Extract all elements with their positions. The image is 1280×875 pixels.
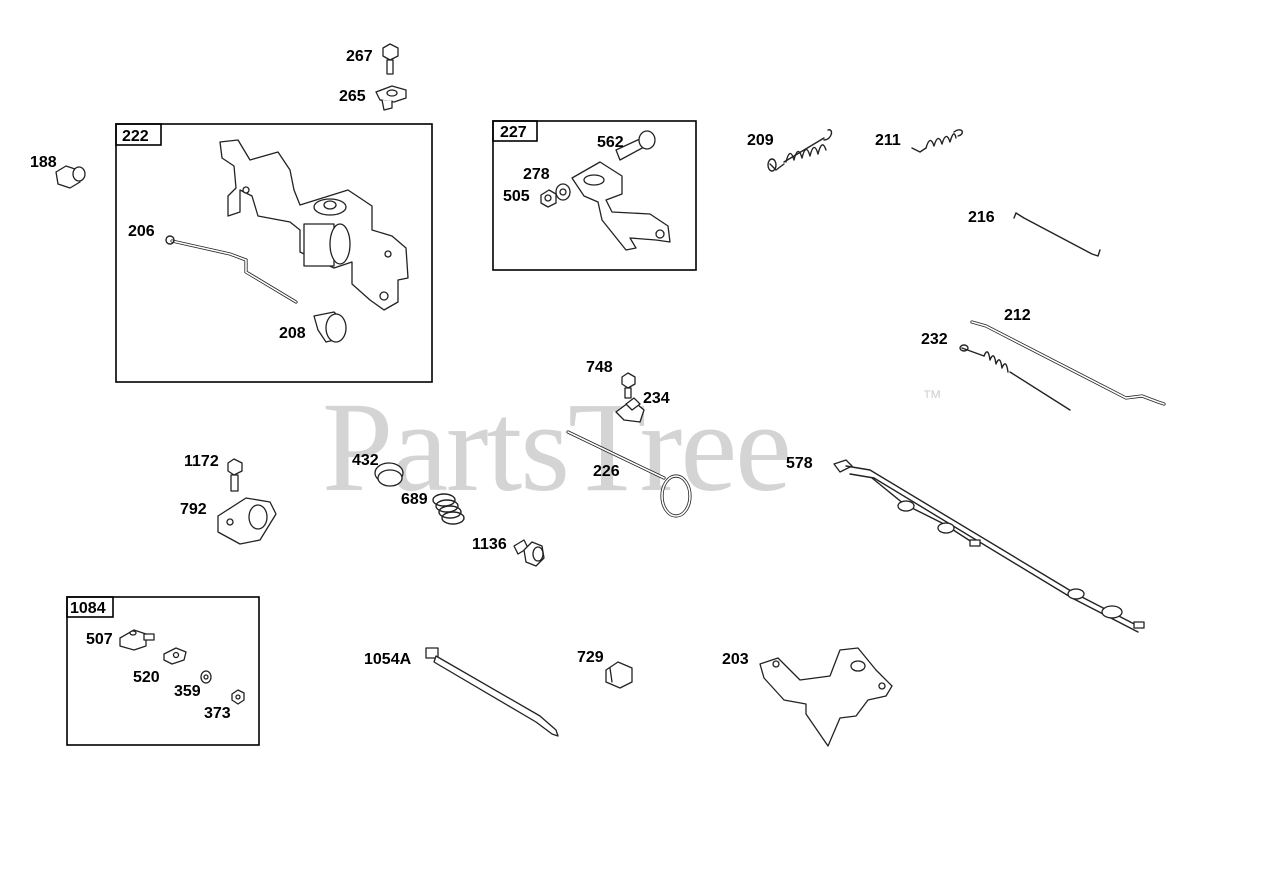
part-1054A-cable-tie[interactable] (425, 647, 559, 737)
part-267-bolt[interactable] (382, 43, 399, 75)
part-label-278[interactable]: 278 (523, 166, 550, 183)
part-label-359[interactable]: 359 (174, 683, 201, 700)
part-label-188[interactable]: 188 (30, 154, 57, 171)
watermark-trademark: ™ (922, 387, 942, 409)
part-222-governor-assembly[interactable] (219, 139, 409, 311)
part-578-control-cable[interactable] (833, 459, 1145, 633)
part-label-211[interactable]: 211 (875, 132, 901, 149)
part-label-520[interactable]: 520 (133, 669, 160, 686)
part-232-spring-rod[interactable] (959, 344, 1071, 411)
part-label-373[interactable]: 373 (204, 705, 231, 722)
part-203-bracket[interactable] (759, 647, 893, 747)
group-box-label: 222 (122, 128, 149, 145)
group-box-label: 1084 (70, 600, 106, 617)
part-label-212[interactable]: 212 (1004, 307, 1031, 324)
part-label-748[interactable]: 748 (586, 359, 613, 376)
part-278-washer[interactable] (555, 183, 571, 201)
part-373-nut[interactable] (231, 689, 245, 705)
part-689-spring[interactable] (432, 493, 465, 525)
part-label-432[interactable]: 432 (352, 452, 379, 469)
part-1136-fitting[interactable] (513, 539, 545, 567)
part-label-226[interactable]: 226 (593, 463, 620, 480)
part-label-689[interactable]: 689 (401, 491, 428, 508)
part-label-1136[interactable]: 1136 (472, 536, 507, 553)
part-562-screw[interactable] (615, 130, 656, 161)
part-188-nut[interactable] (55, 165, 86, 189)
part-234-clip[interactable] (615, 397, 645, 423)
part-label-206[interactable]: 206 (128, 223, 155, 240)
part-209-spring[interactable] (767, 129, 833, 172)
part-432-ring[interactable] (374, 462, 404, 487)
part-label-1172[interactable]: 1172 (184, 453, 219, 470)
part-216-link-rod[interactable] (1013, 212, 1101, 257)
part-227-control-lever[interactable] (571, 161, 671, 251)
part-label-232[interactable]: 232 (921, 331, 948, 348)
group-box-227[interactable]: 227 (492, 120, 697, 271)
part-359-washer[interactable] (200, 670, 212, 684)
part-729-clip[interactable] (605, 661, 633, 689)
part-label-209[interactable]: 209 (747, 132, 774, 149)
part-748-screw[interactable] (621, 372, 636, 399)
part-208-bushing[interactable] (313, 311, 347, 343)
part-1172-bolt[interactable] (227, 458, 243, 492)
part-507-terminal[interactable] (119, 629, 155, 651)
part-label-267[interactable]: 267 (346, 48, 373, 65)
part-792-bracket[interactable] (217, 497, 277, 545)
part-265-clip[interactable] (375, 85, 407, 111)
group-box-1084[interactable]: 1084 (66, 596, 260, 746)
part-label-578[interactable]: 578 (786, 455, 813, 472)
part-label-1054A[interactable]: 1054A (364, 651, 412, 668)
part-211-spring[interactable] (911, 129, 964, 153)
part-label-234[interactable]: 234 (643, 390, 670, 407)
part-226-choke-rod[interactable] (566, 430, 692, 518)
part-212-throttle-rod[interactable] (970, 320, 1166, 406)
watermark-text: PartsTree (322, 376, 790, 518)
part-label-216[interactable]: 216 (968, 209, 995, 226)
group-box-label: 227 (500, 124, 527, 141)
part-label-203[interactable]: 203 (722, 651, 749, 668)
part-label-208[interactable]: 208 (279, 325, 306, 342)
part-label-265[interactable]: 265 (339, 88, 366, 105)
part-label-562[interactable]: 562 (597, 134, 624, 151)
part-label-507[interactable]: 507 (86, 631, 113, 648)
part-label-505[interactable]: 505 (503, 188, 530, 205)
group-box-222[interactable]: 222 (115, 123, 433, 383)
part-520-clip[interactable] (163, 647, 187, 665)
part-505-nut[interactable] (540, 189, 557, 208)
part-label-729[interactable]: 729 (577, 649, 604, 666)
part-label-792[interactable]: 792 (180, 501, 207, 518)
part-206-governor-link[interactable] (165, 235, 298, 304)
